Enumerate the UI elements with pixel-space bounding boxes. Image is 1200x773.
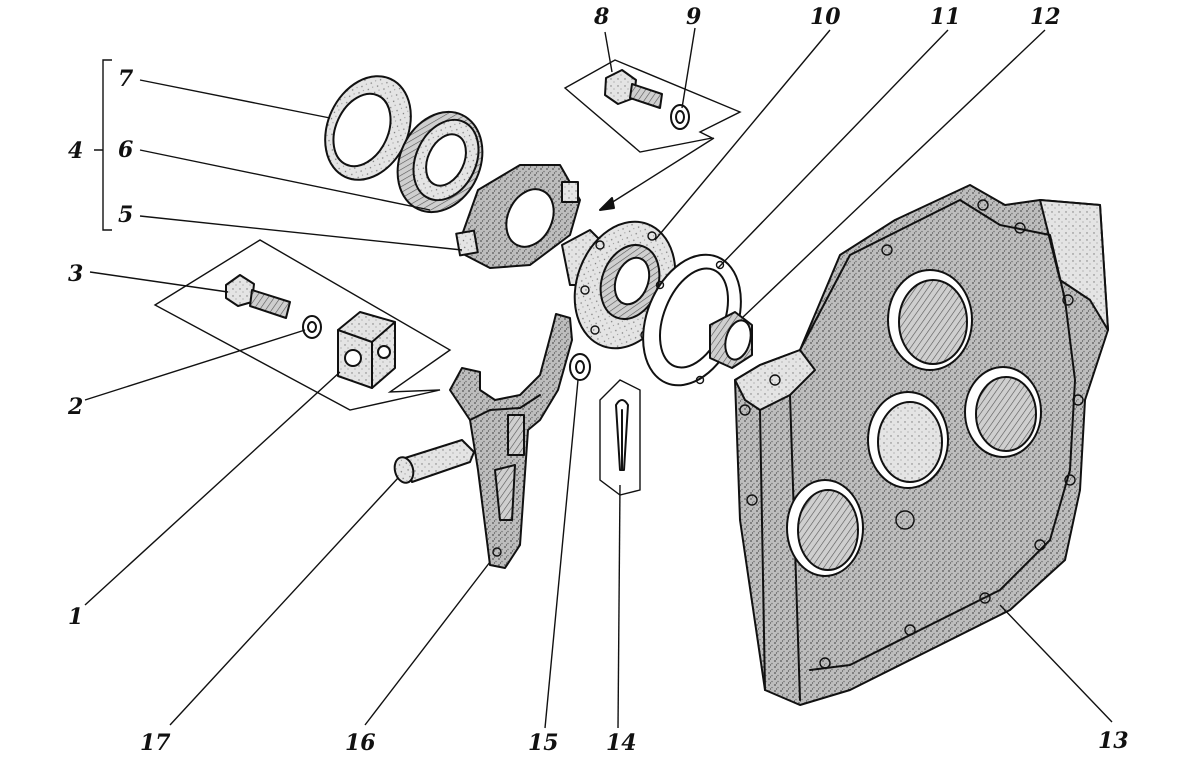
- callout-12: 12: [1030, 4, 1061, 30]
- callout-labels: 1 2 3 4 5 6 7 8 9 10 11 12 13 14 15 16 1…: [67, 4, 1129, 756]
- callout-13: 13: [1098, 728, 1129, 754]
- callout-4: 4: [68, 138, 83, 164]
- callout-15: 15: [528, 730, 559, 756]
- leader-12: [741, 29, 1046, 319]
- leader-16: [364, 561, 491, 726]
- leader-1: [84, 371, 341, 606]
- washer-part: [569, 353, 591, 381]
- leader-5: [139, 215, 463, 251]
- leader-2: [84, 329, 306, 401]
- callout-14: 14: [606, 730, 637, 756]
- group-4-bracket: [94, 59, 112, 231]
- callout-6: 6: [118, 137, 133, 163]
- cotter-pin-part: [599, 379, 641, 496]
- cuff-seal-part: [709, 311, 753, 369]
- callout-7: 7: [118, 66, 134, 92]
- leader-9: [681, 27, 696, 109]
- callout-5: 5: [118, 202, 133, 228]
- leader-14: [617, 484, 621, 729]
- release-sleeve-part: [455, 164, 581, 269]
- callout-16: 16: [345, 730, 376, 756]
- seal-ring-part: [324, 75, 412, 181]
- bolt-washer-group-8-9: [563, 59, 742, 211]
- callout-17: 17: [140, 730, 171, 756]
- leader-15: [544, 379, 579, 729]
- callout-8: 8: [593, 4, 609, 30]
- leader-11: [717, 29, 949, 269]
- callout-11: 11: [930, 4, 961, 30]
- leader-17: [169, 477, 399, 726]
- pin-part: [393, 439, 475, 484]
- leader-6: [139, 149, 431, 211]
- leader-3: [89, 271, 229, 293]
- leader-7: [139, 79, 331, 119]
- leader-8: [604, 31, 613, 73]
- clutch-fork-part: [449, 313, 573, 569]
- callout-10: 10: [810, 4, 841, 30]
- leader-10: [654, 29, 831, 241]
- callout-2: 2: [67, 394, 83, 420]
- callout-9: 9: [686, 4, 701, 30]
- callout-1: 1: [68, 604, 83, 630]
- bearing-part: [396, 110, 484, 214]
- housing-cover-part: [734, 184, 1109, 706]
- callout-3: 3: [68, 261, 83, 287]
- leader-lines: [84, 27, 1113, 729]
- leader-13: [999, 604, 1113, 723]
- screw-block-group-1-2-3: [153, 239, 452, 411]
